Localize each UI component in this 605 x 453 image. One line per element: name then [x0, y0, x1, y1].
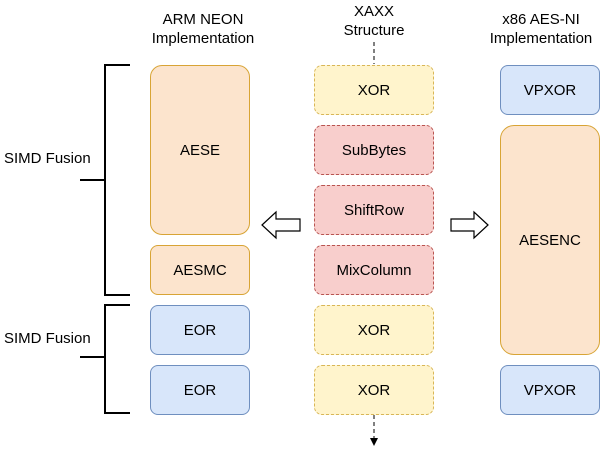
x86-vpxor-box-1: VPXOR	[500, 65, 600, 115]
left-hollow-arrow-icon	[261, 210, 301, 240]
x86-aesenc-box: AESENC	[500, 125, 600, 355]
xaxx-header-line2: Structure	[343, 22, 405, 39]
x86-header-line2: Implementation	[489, 30, 593, 47]
arm-eor-box-2: EOR	[150, 365, 250, 415]
xaxx-mixcolumn-box: MixColumn	[314, 245, 434, 295]
xaxx-xor-box-3: XOR	[314, 365, 434, 415]
x86-header-line1: x86 AES-NI	[502, 11, 580, 28]
xaxx-subbytes-box: SubBytes	[314, 125, 434, 175]
x86-vpxor-box-2: VPXOR	[500, 365, 600, 415]
simd-fusion-label-top: SIMD Fusion	[4, 150, 91, 167]
arm-header-line2: Implementation	[151, 30, 255, 47]
right-hollow-arrow-icon	[450, 210, 489, 240]
arm-header-line1: ARM NEON	[162, 11, 244, 28]
fusion-bracket-bottom	[80, 304, 130, 414]
fusion-bracket-top	[80, 64, 130, 296]
x86-aesni-header: x86 AES-NI Implementation	[478, 10, 604, 48]
xaxx-shiftrow-box: ShiftRow	[314, 185, 434, 235]
xaxx-xor-box-2: XOR	[314, 305, 434, 355]
arm-eor-box-1: EOR	[150, 305, 250, 355]
xaxx-structure-header: XAXX Structure	[314, 2, 434, 40]
xaxx-header-line1: XAXX	[353, 3, 395, 20]
simd-fusion-label-bottom: SIMD Fusion	[4, 330, 91, 347]
arm-aesmc-box: AESMC	[150, 245, 250, 295]
xaxx-xor-box-1: XOR	[314, 65, 434, 115]
arm-aese-box: AESE	[150, 65, 250, 235]
arm-neon-header: ARM NEON Implementation	[128, 10, 278, 48]
